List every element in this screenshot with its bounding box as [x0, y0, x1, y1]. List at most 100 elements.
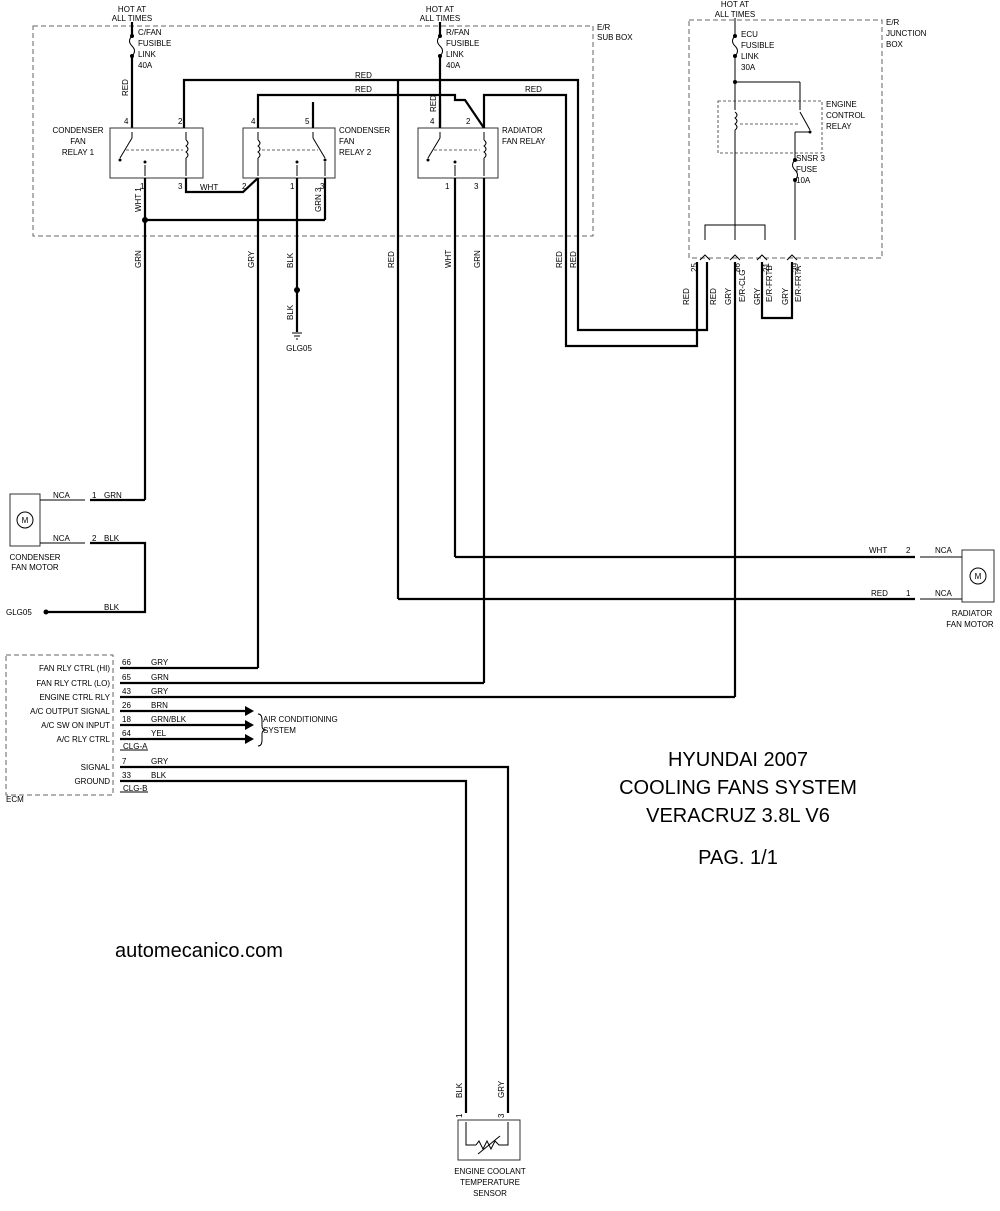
er-sub-box-label-2: SUB BOX — [597, 33, 633, 42]
ecm-row-7-pin: 33 — [122, 771, 131, 780]
ecu-fusible-link — [732, 18, 738, 84]
pin-86: 86 — [733, 263, 742, 272]
sensor-wire-3: GRY — [497, 1080, 506, 1098]
wire-red-top3: RED — [525, 85, 542, 94]
cfr1-label-3: RELAY 1 — [62, 148, 95, 157]
hot-label-ecu-2: ALL TIMES — [715, 10, 755, 19]
er-junction-box-label-1: E/R — [886, 18, 900, 27]
condenser-fan-relay-1 — [109, 127, 204, 179]
er-junction-box-outline — [688, 19, 883, 259]
conn-er-frtb: E/R-FRTB — [765, 265, 774, 302]
wire-blk-gnd: BLK — [286, 304, 295, 320]
ecm-row-1-pin: 65 — [122, 673, 131, 682]
wire-wht1: WHT 1 — [134, 187, 143, 212]
condenser-motor-label-2: FAN MOTOR — [11, 563, 59, 572]
cfr1-pin2: 2 — [178, 117, 183, 126]
ecm-row-6-pin: 7 — [122, 757, 127, 766]
rm-wire-1: RED — [871, 589, 888, 598]
conn-er-clg: E/R-CLG — [738, 270, 747, 302]
wire-wht-relays: WHT — [200, 183, 218, 192]
radiator-motor-wiring — [398, 555, 962, 601]
wire-grn-rad: GRN — [473, 250, 482, 268]
radiator-motor-symbol: M — [975, 572, 982, 581]
radiator-motor-label-2: FAN MOTOR — [946, 620, 994, 629]
cfr2-pin5: 5 — [305, 117, 310, 126]
hot-label-cfan-2: ALL TIMES — [112, 14, 152, 23]
relay-1-internals — [118, 132, 189, 176]
cfr2-pin4: 4 — [251, 117, 256, 126]
sensor-internals — [465, 1122, 509, 1155]
radiator-fan-relay — [417, 127, 499, 179]
engine-control-relay — [717, 81, 823, 240]
wire-wht-rad: WHT — [444, 250, 453, 268]
snsr3-label-3: 10A — [796, 176, 811, 185]
condenser-motor-wiring — [40, 498, 147, 615]
cfr1-pin1: 1 — [140, 182, 145, 191]
cm-nca-2: NCA — [53, 534, 71, 543]
wire-red-cfan: RED — [121, 79, 130, 96]
ecm-row-3-label: A/C OUTPUT SIGNAL — [30, 707, 110, 716]
rfr-pin1: 1 — [445, 182, 450, 191]
sensor-wire-1: BLK — [455, 1082, 464, 1098]
hot-label-cfan-1: HOT AT — [118, 5, 146, 14]
rfr-pin4: 4 — [430, 117, 435, 126]
ecr-label-3: RELAY — [826, 122, 852, 131]
ecr-label-2: CONTROL — [826, 111, 866, 120]
ground-symbol-top — [292, 332, 302, 340]
wire-red-top2: RED — [355, 85, 372, 94]
cfan-fusible-link — [129, 22, 135, 128]
ecm-row-5-color: YEL — [151, 729, 167, 738]
ecm-row-4-pin: 18 — [122, 715, 131, 724]
pin-21: 21 — [762, 263, 771, 272]
cfr2-pin1: 1 — [290, 182, 295, 191]
er-junction-box-label-3: BOX — [886, 40, 904, 49]
rfr-label-1: RADIATOR — [502, 126, 543, 135]
ecm-row-7-color: BLK — [151, 771, 167, 780]
radiator-relay-internals — [426, 132, 487, 176]
page-number: PAG. 1/1 — [698, 847, 778, 869]
ecu-fuse-label-4: 30A — [741, 63, 756, 72]
ecm-row-6-color: GRY — [151, 757, 169, 766]
rfr-label-2: FAN RELAY — [502, 137, 546, 146]
cfan-fuse-label-4: 40A — [138, 61, 153, 70]
radiator-motor-icon — [969, 567, 987, 585]
ecm-box — [5, 654, 114, 796]
wire-red-rad: RED — [387, 251, 396, 268]
ecu-fuse-label-2: FUSIBLE — [741, 41, 774, 50]
wire-red-rfan: RED — [429, 95, 438, 112]
hot-label-rfan-1: HOT AT — [426, 5, 454, 14]
rm-nca-2: NCA — [935, 546, 953, 555]
cm-wire-blk-gnd: BLK — [104, 603, 120, 612]
cfr2-pin3: 3 — [320, 182, 325, 191]
cfr1-pin3: 3 — [178, 182, 183, 191]
rfan-fuse-label-4: 40A — [446, 61, 461, 70]
glg05-left: GLG05 — [6, 608, 32, 617]
ecm-row-7-label: GROUND — [74, 777, 110, 786]
ecm-row-6-label: SIGNAL — [81, 763, 111, 772]
ecm-row-1-label: FAN RLY CTRL (LO) — [36, 679, 110, 688]
wire-red-jb2: RED — [709, 288, 718, 305]
condenser-motor-symbol: M — [22, 516, 29, 525]
sensor-label-3: SENSOR — [473, 1189, 507, 1198]
ecm-rows — [120, 666, 735, 1113]
rfan-fuse-label-2: FUSIBLE — [446, 39, 479, 48]
condenser-fan-relay-2 — [242, 127, 336, 179]
wire-grn3: GRN 3 — [314, 187, 323, 212]
wire-gry-21: GRY — [753, 287, 762, 305]
ecm-row-2-pin: 43 — [122, 687, 131, 696]
title-line-3: VERACRUZ 3.8L V6 — [646, 805, 830, 827]
sensor-label-1: ENGINE COOLANT — [454, 1167, 526, 1176]
sensor-label-2: TEMPERATURE — [460, 1178, 520, 1187]
cm-pin-1: 1 — [92, 491, 97, 500]
ecm-conn-clg-a: CLG-A — [123, 742, 148, 751]
coolant-temp-sensor — [457, 1119, 521, 1161]
ecm-row-2-color: GRY — [151, 687, 169, 696]
ecm-row-4-color: GRN/BLK — [151, 715, 187, 724]
ecm-row-5-pin: 64 — [122, 729, 131, 738]
wire-red-578: RED — [569, 251, 578, 268]
ecm-row-3-color: BRN — [151, 701, 168, 710]
ecm-row-2-label: ENGINE CTRL RLY — [39, 693, 110, 702]
snsr3-label-1: SNSR 3 — [796, 154, 825, 163]
rm-pin-1: 1 — [906, 589, 911, 598]
ecu-fuse-label-3: LINK — [741, 52, 759, 61]
